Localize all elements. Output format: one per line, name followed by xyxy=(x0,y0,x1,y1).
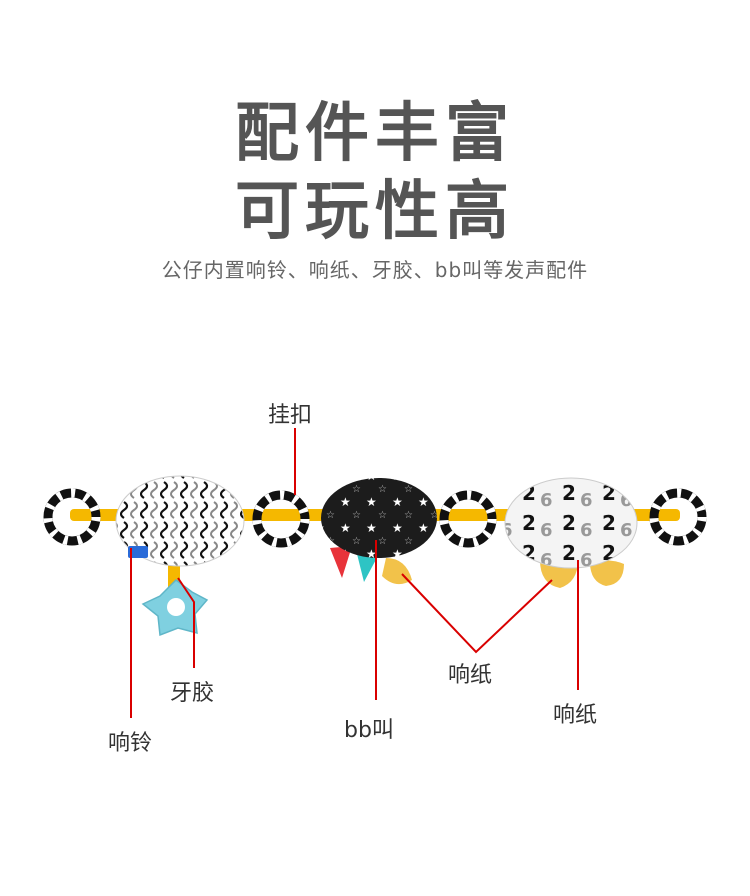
brand-tag xyxy=(128,546,148,558)
ring-left xyxy=(43,488,101,546)
ring-right xyxy=(649,488,707,546)
headline-line-2: 可玩性高 xyxy=(235,175,515,249)
callout-clip: 挂扣 xyxy=(268,403,313,428)
ring-middle xyxy=(439,490,497,548)
plush-pod-numbers xyxy=(504,477,638,588)
callout-lines xyxy=(130,428,579,718)
callout-bell: 响铃 xyxy=(108,731,153,756)
callout-crinkle-paper-2: 响纸 xyxy=(553,703,598,728)
plush-pod-stars xyxy=(321,478,437,585)
callout-teether: 牙胶 xyxy=(170,681,215,706)
subtitle: 公仔内置响铃、响纸、牙胶、bb叫等发声配件 xyxy=(161,258,589,282)
callout-crinkle-paper-1: 响纸 xyxy=(448,663,493,688)
ring-clip xyxy=(252,490,310,548)
teether xyxy=(141,560,209,637)
plush-pod-swirl xyxy=(115,475,245,567)
callout-squeaker: bb叫 xyxy=(344,718,394,743)
headline-line-1: 配件丰富 xyxy=(235,97,515,171)
